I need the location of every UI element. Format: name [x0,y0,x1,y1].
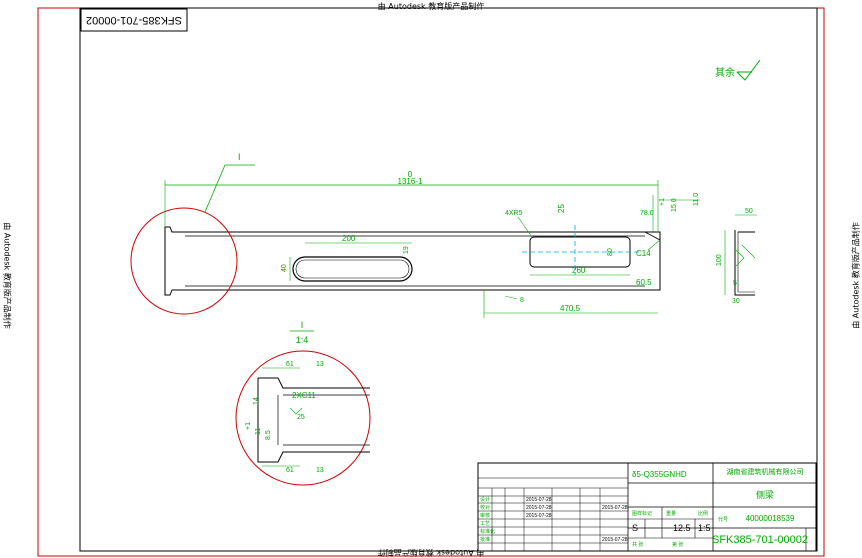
drawing-number-text: SFK385-701-00002 [712,534,808,546]
svg-text:200: 200 [342,234,356,243]
svg-text:审核: 审核 [480,512,490,519]
slot [292,256,413,282]
svg-text:13: 13 [316,467,324,474]
svg-text:2015-07-28: 2015-07-28 [602,505,628,511]
svg-text:+1: +1 [245,422,252,430]
section-view[interactable]: 50 100 5 30 [716,208,757,305]
beam-outline [164,226,661,296]
svg-text:60.5: 60.5 [636,278,652,287]
svg-text:2XC11: 2XC11 [292,391,316,400]
svg-text:共 张: 共 张 [632,541,643,548]
detail-circle-main [130,207,238,315]
svg-text:代号: 代号 [718,516,728,523]
stage-text: S [632,523,638,533]
svg-text:标准化: 标准化 [480,528,495,535]
svg-text:11.0: 11.0 [693,193,700,206]
callout-ref: I [238,152,241,162]
svg-text:11: 11 [255,428,262,435]
rotated-number-box: SFK385-701-00002 [80,8,188,32]
svg-text:61: 61 [286,361,294,368]
svg-text:15.0: 15.0 [671,198,678,212]
part-name: 侧梁 [756,489,774,500]
title-block: 设计 校对 审核 工艺 标准化 批准 2015-07-28 2015-07-28… [477,462,817,552]
svg-text:图样标记: 图样标记 [632,510,652,517]
material-text: δ5-Q355GNHD [632,470,687,479]
svg-text:设计: 设计 [480,496,490,503]
svg-text:8: 8 [520,297,524,304]
svg-text:第 张: 第 张 [672,541,683,548]
rotated-drawing-number: SFK385-701-00002 [86,14,182,26]
watermark-top: 由 Autodesk 教育版产品制作 [377,2,485,11]
company-name: 湖南省建筑机械有限公司 [727,467,804,476]
svg-text:40: 40 [281,264,288,272]
svg-text:30: 30 [732,298,740,305]
svg-text:2015-07-28: 2015-07-28 [526,497,552,503]
surface-label: 其余 [715,66,735,79]
svg-text:比例: 比例 [698,510,708,517]
svg-text:25: 25 [297,414,305,421]
svg-text:25: 25 [557,204,566,213]
svg-text:5: 5 [733,280,737,287]
svg-text:80: 80 [607,248,614,256]
svg-text:校对: 校对 [480,504,490,511]
drawing-frame [79,7,818,552]
svg-text:批准: 批准 [480,536,490,543]
svg-text:78.0: 78.0 [640,210,654,217]
svg-text:2015-07-28: 2015-07-28 [602,537,628,543]
svg-text:2015-07-28: 2015-07-28 [526,513,552,519]
svg-text:100: 100 [716,254,723,266]
svg-text:工艺: 工艺 [480,521,490,527]
svg-text:4XR5: 4XR5 [505,210,523,217]
detail-view[interactable]: I 1:4 61 13 2XC11 25 14 8.5 11 +1 61 13 [235,320,371,486]
svg-text:8.5: 8.5 [265,430,272,440]
detail-circle [235,350,371,486]
main-view[interactable]: I 0 1316-1 78.0 +1 15.0 11.0 4XR5 25 200… [130,152,700,318]
svg-text:14: 14 [253,397,260,405]
svg-text:260: 260 [572,266,586,275]
svg-text:50: 50 [745,208,753,215]
detail-scale: 1:4 [296,335,309,345]
weight-text: 12.5 [673,523,691,533]
svg-text:C14: C14 [636,249,651,258]
scale-text: 1:5 [698,523,711,533]
detail-ref: I [301,320,304,330]
svg-text:19: 19 [403,246,410,254]
svg-text:61: 61 [286,467,294,474]
svg-text:1316-1: 1316-1 [398,177,423,186]
svg-text:13: 13 [316,361,324,368]
code-text: 40000018539 [746,514,795,523]
svg-text:470.5: 470.5 [560,304,581,313]
svg-text:+1: +1 [659,198,666,206]
surface-roughness-symbol: 其余 [715,59,761,81]
svg-text:2015-07-28: 2015-07-28 [526,505,552,511]
svg-text:重量: 重量 [666,510,676,517]
svg-text:0: 0 [408,170,413,179]
